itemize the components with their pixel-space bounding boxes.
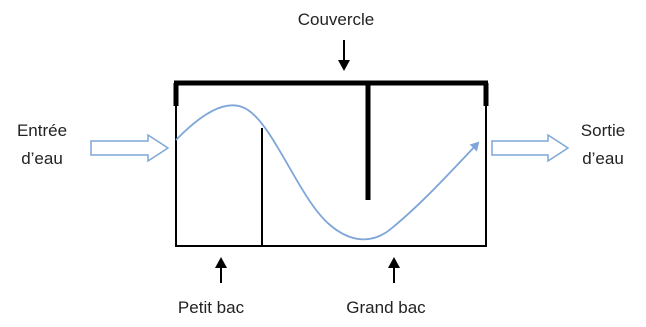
inlet-label-line1: Entrée — [17, 121, 67, 140]
large-tank-pointer-arrow — [388, 257, 400, 283]
small-tank-label: Petit bac — [178, 298, 245, 317]
tank-lid — [173, 80, 489, 106]
water-flow-curve — [175, 104, 480, 241]
outlet-label-line2: d’eau — [582, 149, 624, 168]
inlet-label-line2: d’eau — [21, 149, 63, 168]
lid-label: Couvercle — [298, 10, 375, 29]
outlet-label-line1: Sortie — [581, 121, 625, 140]
water-outlet-arrow — [491, 133, 570, 163]
large-tank-label: Grand bac — [346, 298, 426, 317]
lid-pointer-arrow — [338, 40, 350, 71]
small-tank-pointer-arrow — [215, 257, 227, 283]
tank-outline — [175, 82, 487, 247]
water-inlet-arrow — [90, 133, 170, 163]
